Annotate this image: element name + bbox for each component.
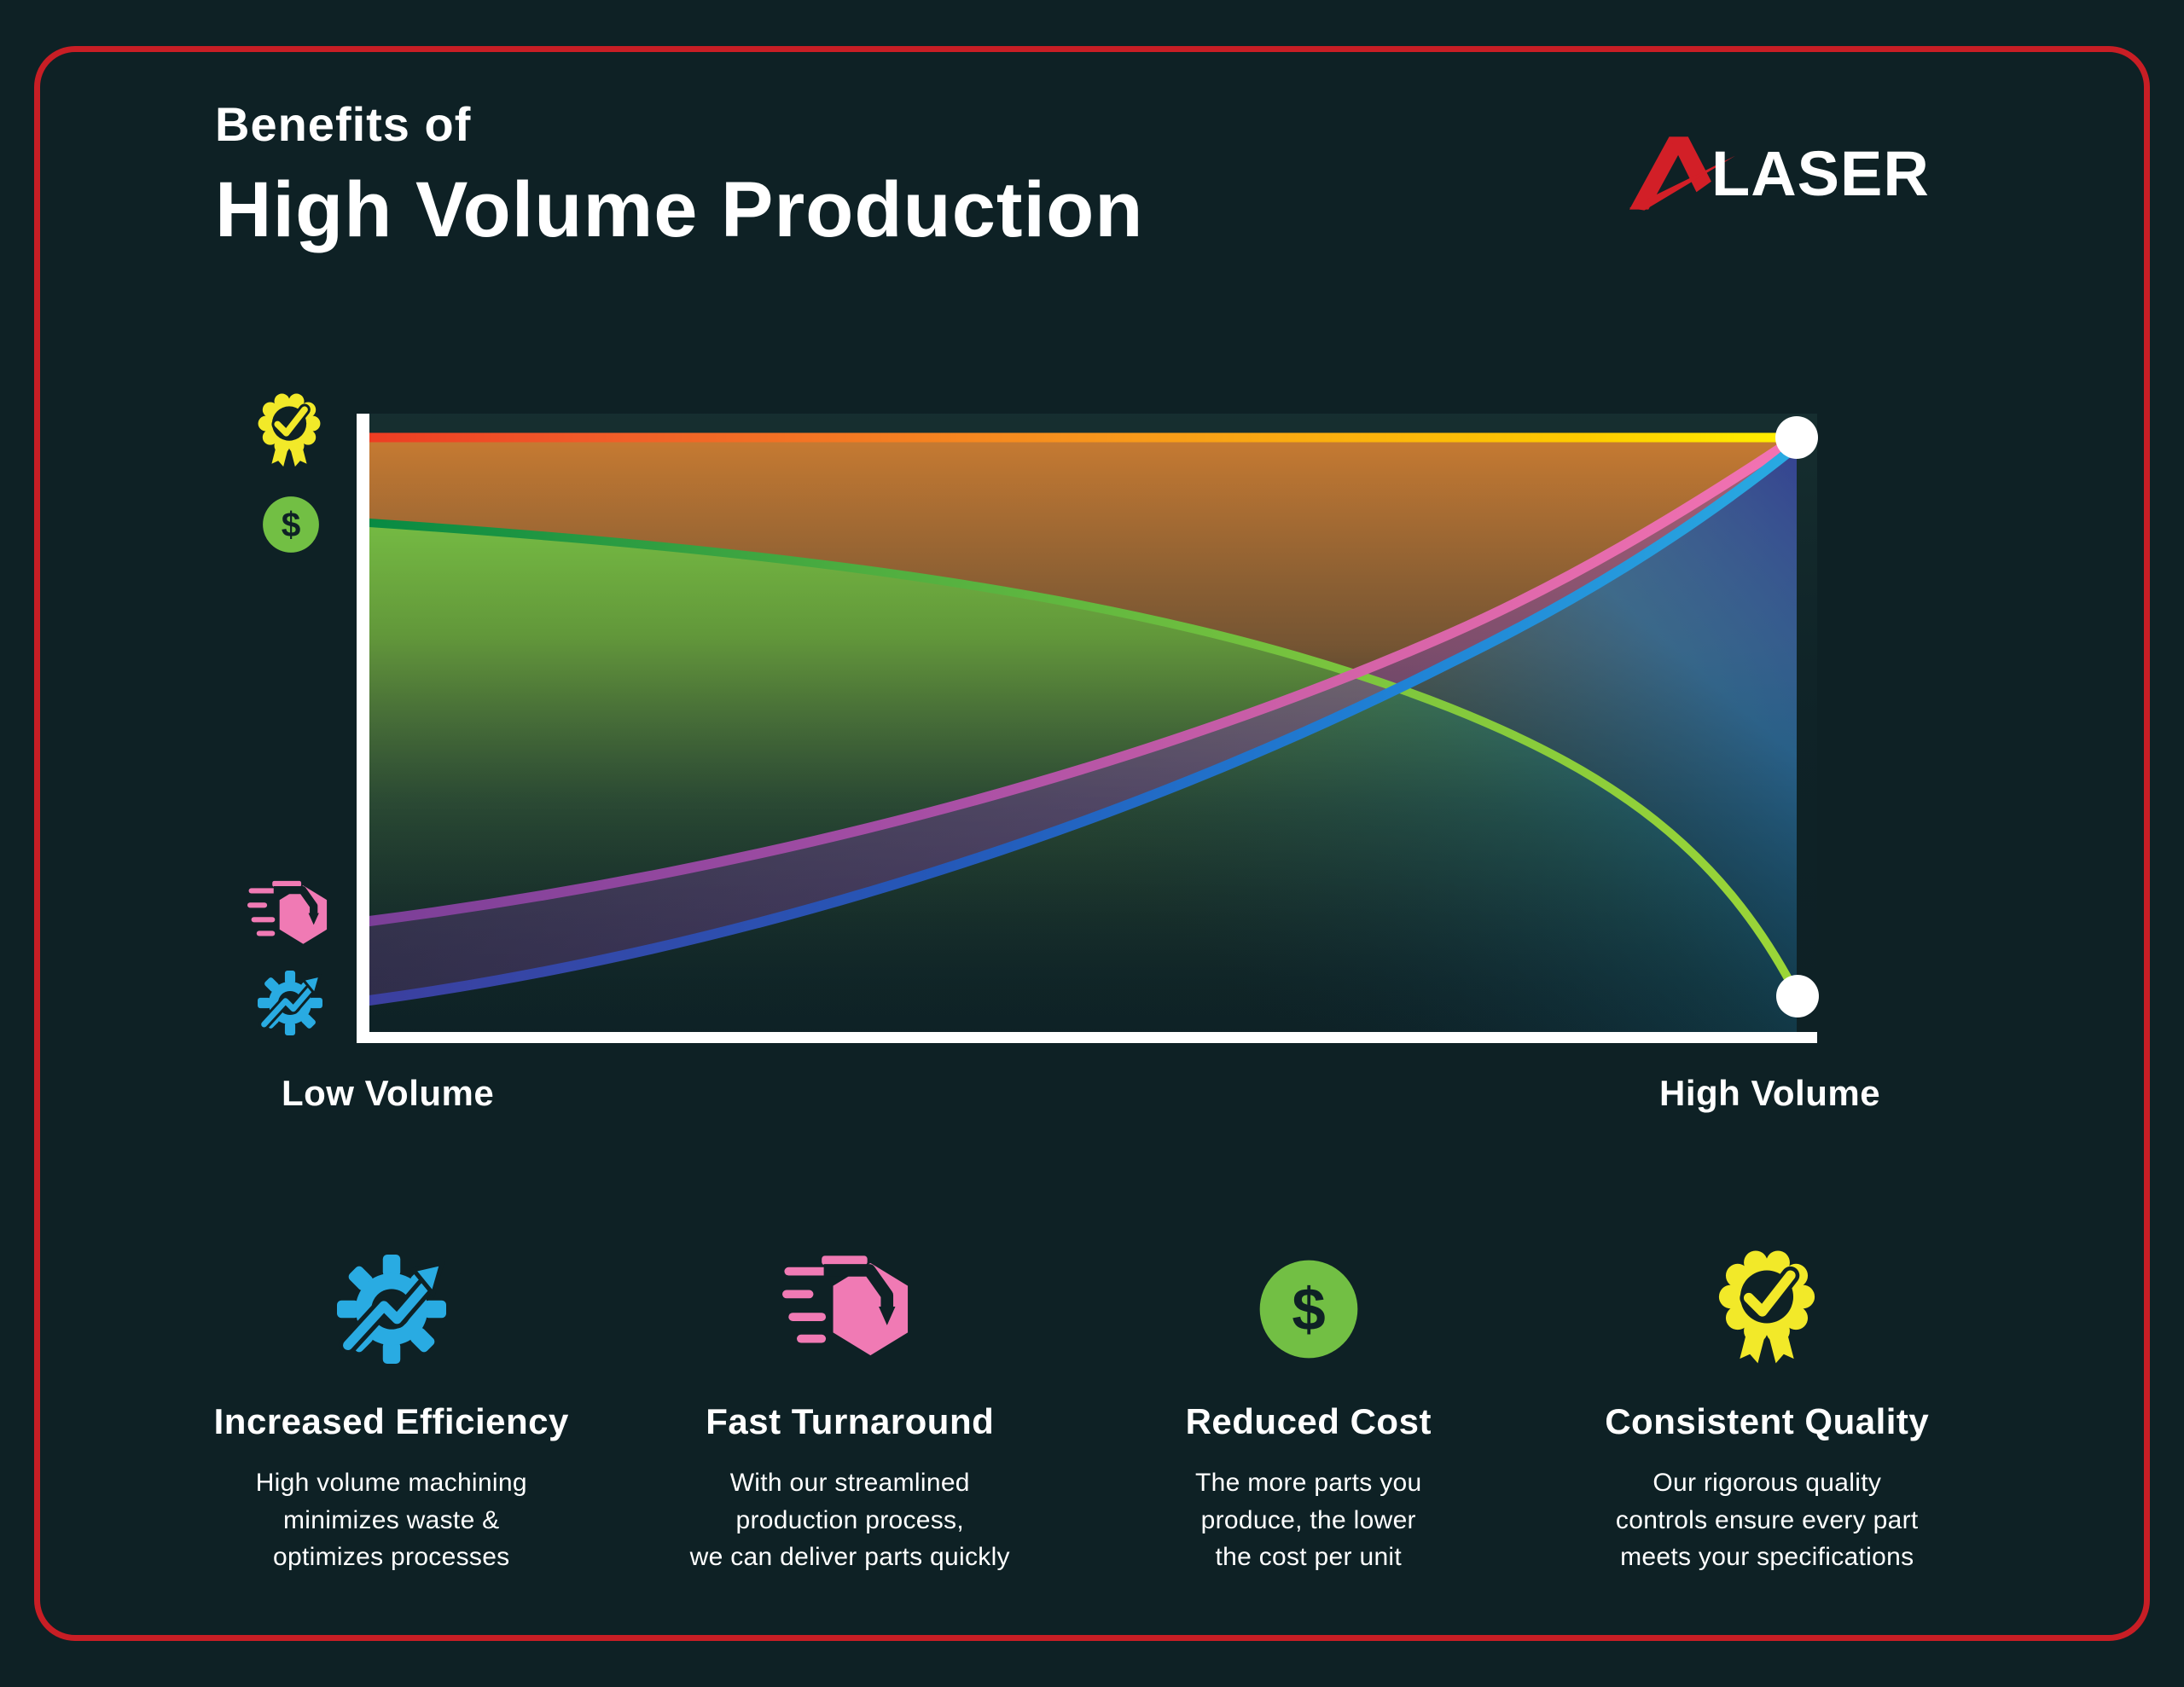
dollar-icon: $ xyxy=(263,496,319,553)
speed-lines xyxy=(782,1255,909,1355)
badge-icon xyxy=(258,393,321,467)
dollar-glyph: $ xyxy=(1292,1275,1325,1342)
endpoint-marker-bottom xyxy=(1776,975,1819,1017)
reduced-cost-curve xyxy=(365,519,1802,1000)
benefit-description: The more parts you produce, the lower th… xyxy=(1194,1469,1422,1571)
fast-turnaround-curve xyxy=(364,432,1802,926)
dollar-icon: $ xyxy=(1259,1260,1358,1358)
benefit-title: Fast Turnaround xyxy=(706,1401,995,1441)
gear-icon xyxy=(258,971,322,1035)
y-axis xyxy=(357,414,369,1043)
benefit-description: With our streamlined production process,… xyxy=(689,1469,1010,1571)
x-axis xyxy=(357,1032,1817,1043)
logo-text: LASER xyxy=(1711,137,1930,209)
turnaround-efficiency-band xyxy=(369,438,1797,1000)
increased-efficiency-curve xyxy=(364,443,1799,1006)
benefit-increased-efficiency: Increased Efficiency High volume machini… xyxy=(162,1238,621,1576)
header: Benefits of High Volume Production xyxy=(215,97,1144,253)
benefit-description: High volume machining minimizes waste & … xyxy=(255,1469,527,1571)
efficiency-area-fill xyxy=(369,446,1797,1032)
benefit-fast-turnaround: Fast Turnaround With our streamlined pro… xyxy=(621,1238,1080,1576)
x-axis-label-low: Low Volume xyxy=(282,1073,495,1113)
page-title: High Volume Production xyxy=(215,166,1144,253)
benefit-title: Reduced Cost xyxy=(1185,1401,1432,1441)
title-line-1: Benefits of xyxy=(215,97,472,151)
benefit-title: Consistent Quality xyxy=(1605,1401,1930,1441)
x-axis-label-high: High Volume xyxy=(1659,1073,1881,1113)
benefits-row: Increased Efficiency High volume machini… xyxy=(162,1238,1996,1576)
fast-box-icon xyxy=(782,1255,909,1355)
benefit-reduced-cost: $ Reduced Cost The more parts you produc… xyxy=(1079,1238,1538,1576)
benefit-consistent-quality: Consistent Quality Our rigorous quality … xyxy=(1538,1238,1997,1576)
benefit-description: Our rigorous quality controls ensure eve… xyxy=(1615,1469,1919,1571)
volume-benefits-chart xyxy=(357,414,1819,1043)
fast-box-icon xyxy=(247,880,328,944)
speed-lines xyxy=(247,880,328,944)
logo-a-mark-icon xyxy=(1629,136,1736,211)
badge-icon xyxy=(1719,1249,1815,1363)
gear-icon xyxy=(336,1254,446,1364)
alaser-logo: LASER xyxy=(1628,135,1930,212)
endpoint-marker-top xyxy=(1775,416,1818,459)
dollar-glyph: $ xyxy=(282,505,301,544)
benefit-title: Increased Efficiency xyxy=(213,1401,569,1441)
